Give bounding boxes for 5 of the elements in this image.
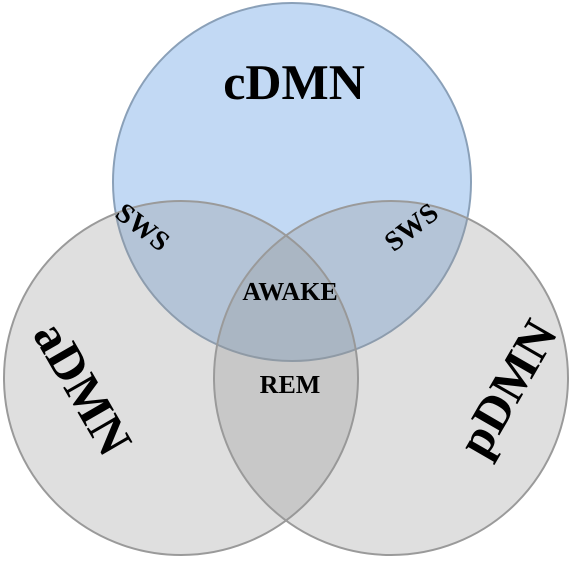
circle-label: cDMN xyxy=(223,57,365,107)
region-label: AWAKE xyxy=(242,279,338,305)
region-label: SWS xyxy=(380,198,444,258)
region-label: SWS xyxy=(110,198,174,258)
region-label: REM xyxy=(260,372,320,398)
